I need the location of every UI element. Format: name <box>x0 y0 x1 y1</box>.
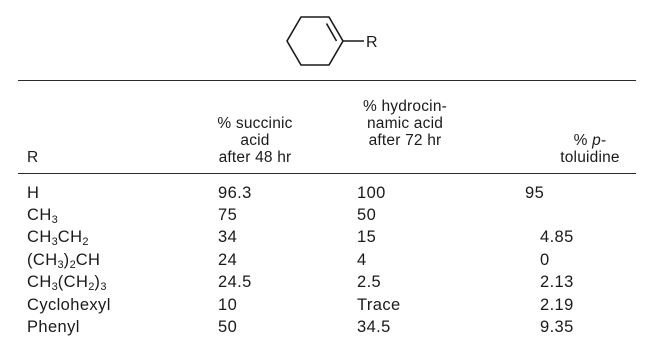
cell-toluidine: 9.35 <box>540 318 574 336</box>
header-succinic: % succinic acid after 48 hr <box>217 115 293 166</box>
cell-succinic: 34 <box>218 228 238 246</box>
table-header-rule <box>18 173 636 174</box>
cell-hydrocinnamic: 2.5 <box>357 273 382 291</box>
cell-r: CH3 <box>27 206 58 226</box>
cell-r: (CH3)2CH <box>27 251 101 271</box>
cell-succinic: 24 <box>218 251 238 269</box>
cell-succinic: 10 <box>218 296 238 314</box>
cell-r: Cyclohexyl <box>27 296 111 314</box>
cell-r: Phenyl <box>27 318 80 336</box>
substituent-label: R <box>366 34 378 51</box>
cell-succinic: 24.5 <box>218 273 252 291</box>
cell-r: CH3CH2 <box>27 228 89 248</box>
cell-hydrocinnamic: 4 <box>357 251 367 269</box>
cell-toluidine: 4.85 <box>540 228 574 246</box>
cell-hydrocinnamic: Trace <box>357 296 401 314</box>
table-top-rule <box>18 80 636 81</box>
header-hydrocinnamic: % hydrocin- namic acid after 72 hr <box>362 98 448 149</box>
cell-toluidine: 2.13 <box>540 273 574 291</box>
cell-r: CH3(CH2)3 <box>27 273 107 293</box>
cell-toluidine: 0 <box>540 251 550 269</box>
cell-succinic: 50 <box>218 318 238 336</box>
cell-hydrocinnamic: 50 <box>357 206 377 224</box>
cell-toluidine: 2.19 <box>540 296 574 314</box>
cell-toluidine: 95 <box>525 184 545 202</box>
cell-r: H <box>27 184 40 202</box>
cell-succinic: 75 <box>218 206 238 224</box>
cell-hydrocinnamic: 34.5 <box>357 318 391 336</box>
ring-bonds <box>286 16 344 66</box>
header-toluidine: % p- toluidine <box>560 132 620 166</box>
cell-hydrocinnamic: 100 <box>357 184 386 202</box>
header-r: R <box>27 149 39 166</box>
cyclohexene-structure: R <box>286 16 378 66</box>
double-bond-line <box>325 23 338 42</box>
cell-succinic: 96.3 <box>218 184 252 202</box>
cell-hydrocinnamic: 15 <box>357 228 377 246</box>
